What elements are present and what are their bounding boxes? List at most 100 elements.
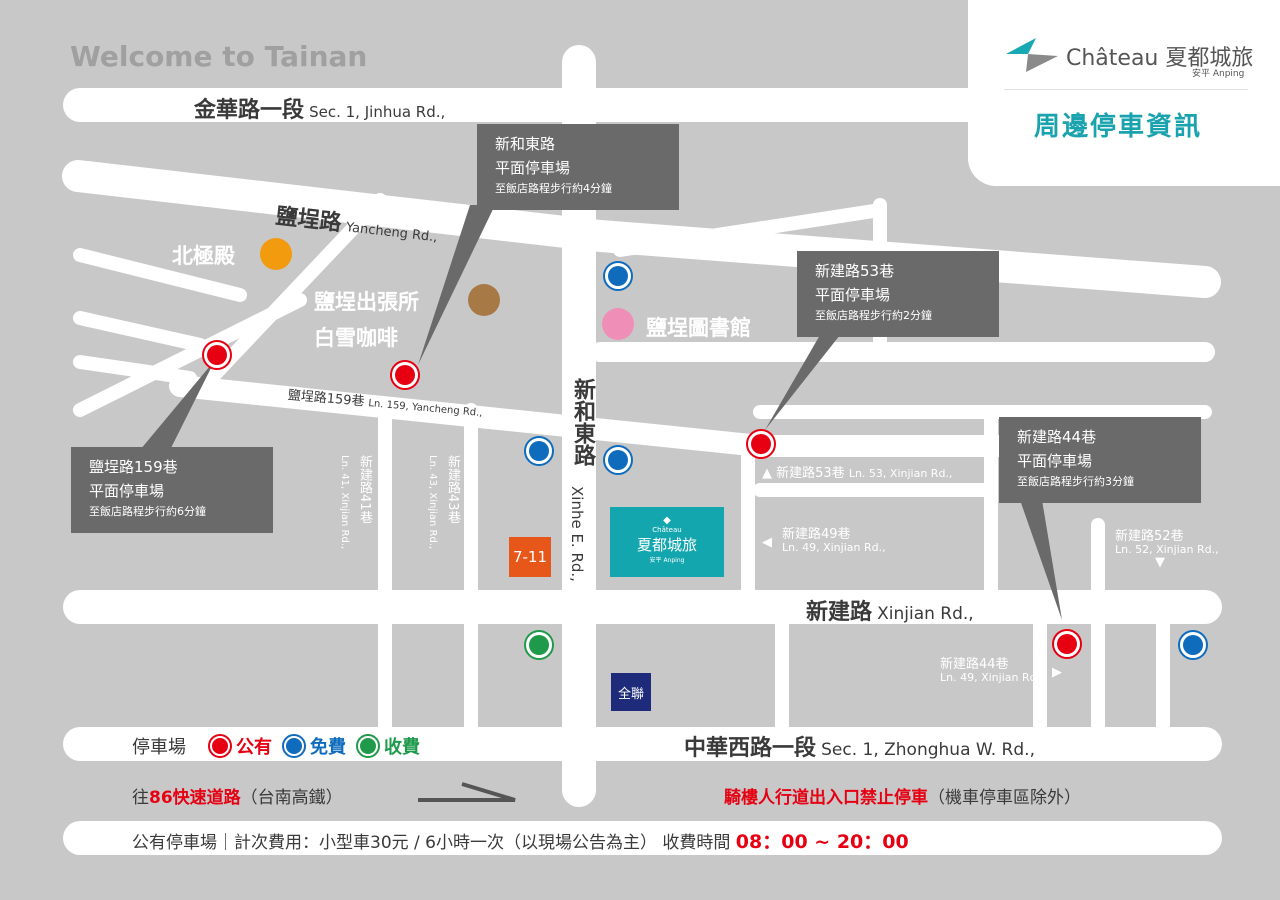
- brand-sub: 安平 Anping: [1192, 69, 1245, 79]
- lane-en: Ln. 49, Xinjian Rd.,: [782, 541, 886, 555]
- note-hsr: （台南高鐵）: [240, 788, 343, 808]
- divider: [1004, 89, 1248, 90]
- parking-pin-free[interactable]: [1178, 630, 1208, 660]
- seven-eleven-store: 7-11: [509, 537, 551, 577]
- lane-label-41-en: Ln. 41, Xinjian Rd.,: [339, 455, 350, 550]
- callout-pointer: [765, 335, 840, 430]
- lane-en: Ln. 49, Xinjian Rd.,: [940, 671, 1044, 685]
- lane-label-53: ▲ 新建路53巷 Ln. 53, Xinjian Rd.,: [762, 466, 953, 481]
- road-label-xinhe-en: Xinhe E. Rd.,: [568, 486, 586, 582]
- legend-label: 停車場: [132, 737, 186, 758]
- lane-en: Ln. 53, Xinjian Rd.,: [848, 467, 953, 480]
- brand-panel: [968, 0, 1280, 186]
- temple-marker-icon: [260, 238, 292, 270]
- brand-name: Château 夏都城旅: [1066, 46, 1254, 71]
- callout-title: 新建路53巷: [815, 262, 895, 280]
- callout-ln159: 鹽埕路159巷平面停車場至飯店路程步行約6分鐘: [71, 447, 273, 533]
- callout-type: 平面停車場: [1017, 452, 1093, 470]
- arrow-left-icon: ◀: [762, 535, 772, 550]
- road-zh: 中華西路一段: [684, 736, 817, 761]
- callout-title: 新建路44巷: [1017, 428, 1097, 446]
- legend-paid: 收費: [384, 737, 420, 758]
- lane-zh: 新建路53巷: [776, 466, 845, 481]
- callout-ln44: 新建路44巷平面停車場至飯店路程步行約3分鐘: [999, 417, 1201, 503]
- poi-cafe-label: 白雪咖啡: [314, 326, 398, 350]
- parking-pin-free[interactable]: [603, 261, 633, 291]
- legend-free-icon: [282, 734, 306, 758]
- legend-paid-icon: [356, 734, 380, 758]
- note-fee: 公有停車場｜計次費用：小型車30元 / 6小時一次（以現場公告為主） 收費時間: [132, 833, 731, 853]
- fee-note: 公有停車場｜計次費用：小型車30元 / 6小時一次（以現場公告為主） 收費時間 …: [132, 827, 909, 854]
- lane-zh: 新建路41巷: [357, 455, 372, 524]
- road-label-xinhe: 新和東路: [570, 378, 595, 466]
- lane-label-43: 新建路43巷: [445, 455, 460, 524]
- callout-walk: 至飯店路程步行約6分鐘: [89, 505, 206, 518]
- legend-public: 公有: [236, 737, 272, 758]
- hotel-small: Château: [652, 526, 682, 534]
- parking-pin-public[interactable]: [746, 429, 776, 459]
- lane-label-41: 新建路41巷: [355, 455, 374, 524]
- hotel-marker: ◆ Château 夏都城旅 安平 Anping: [610, 507, 724, 577]
- no-parking-note: 騎樓人行道出入口禁止停車（機車停車區除外）: [724, 783, 1081, 808]
- note-except: （機車停車區除外）: [928, 788, 1081, 808]
- callout-type: 平面停車場: [815, 286, 891, 304]
- callout-title: 鹽埕路159巷: [89, 458, 178, 476]
- callout-title: 新和東路: [495, 135, 556, 153]
- freeway-note: 往86快速道路（台南高鐵）: [132, 783, 343, 808]
- road-zh: 金華路一段: [194, 98, 305, 123]
- hotel-sub: 安平 Anping: [649, 557, 685, 564]
- legend: 停車場 公有 免費 收費: [132, 733, 420, 759]
- parking-pin-public[interactable]: [390, 360, 420, 390]
- note-hours: 08：00 ~ 20：00: [735, 831, 909, 853]
- lane-zh: 新建路49巷: [782, 527, 851, 542]
- callout-type: 平面停車場: [495, 159, 571, 177]
- lane-en: Ln. 52, Xinjian Rd.,: [1115, 543, 1219, 557]
- parking-pin-free[interactable]: [524, 436, 554, 466]
- road-label-jinhua: 金華路一段 Sec. 1, Jinhua Rd.,: [194, 92, 445, 124]
- callout-walk: 至飯店路程步行約3分鐘: [1017, 475, 1134, 488]
- library-marker-icon: [602, 308, 634, 340]
- note-noparking: 騎樓人行道出入口禁止停車: [724, 788, 928, 808]
- poi-library-label: 鹽埕圖書館: [646, 316, 751, 340]
- parking-pin-paid[interactable]: [524, 630, 554, 660]
- callout-xinhe: 新和東路平面停車場至飯店路程步行約4分鐘: [477, 124, 679, 210]
- lane-zh: 新建路44巷: [940, 657, 1009, 672]
- callout-walk: 至飯店路程步行約2分鐘: [815, 309, 932, 322]
- road-label-zhonghua: 中華西路一段 Sec. 1, Zhonghua W. Rd.,: [684, 730, 1035, 762]
- parking-pin-public[interactable]: [202, 340, 232, 370]
- note-to: 往: [132, 788, 149, 808]
- chateau-logo-icon: [1006, 38, 1058, 72]
- legend-free: 免費: [310, 737, 346, 758]
- hotel-logo-icon: ◆: [663, 515, 671, 526]
- callout-ln53: 新建路53巷平面停車場至飯店路程步行約2分鐘: [797, 251, 999, 337]
- road-en: Sec. 1, Zhonghua W. Rd.,: [821, 740, 1035, 760]
- cafe-marker-icon: [468, 284, 500, 316]
- hotel-name: 夏都城旅: [636, 536, 697, 554]
- callout-pointer: [140, 360, 215, 450]
- road-zh: 新建路: [806, 600, 873, 625]
- road-label-xinjian: 新建路 Xinjian Rd.,: [806, 594, 974, 626]
- arrow-right-icon: ▶: [1052, 665, 1062, 680]
- lane-zh: 新建路52巷: [1115, 529, 1184, 544]
- page-title: 周邊停車資訊: [1034, 112, 1203, 142]
- legend-public-icon: [208, 734, 232, 758]
- callout-walk: 至飯店路程步行約4分鐘: [495, 182, 612, 195]
- note-freeway: 86快速道路: [149, 788, 241, 808]
- callout-pointer: [418, 205, 495, 365]
- freeway-arrow-icon: [418, 782, 516, 802]
- road-en: Xinjian Rd.,: [877, 604, 974, 624]
- lane-label-43-en: Ln. 43, Xinjian Rd.,: [427, 455, 438, 550]
- poi-office-label: 鹽埕出張所: [314, 290, 419, 314]
- callout-pointer: [1020, 500, 1062, 620]
- arrow-down-icon: ▼: [1155, 555, 1165, 571]
- poi-beiji-label: 北極殿: [172, 244, 235, 268]
- welcome-title: Welcome to Tainan: [70, 40, 368, 73]
- parking-pin-free[interactable]: [603, 445, 633, 475]
- pxmart-store: 全聯: [611, 673, 651, 711]
- parking-pin-public[interactable]: [1052, 629, 1082, 659]
- road-en: Sec. 1, Jinhua Rd.,: [309, 103, 446, 121]
- callout-type: 平面停車場: [89, 482, 165, 500]
